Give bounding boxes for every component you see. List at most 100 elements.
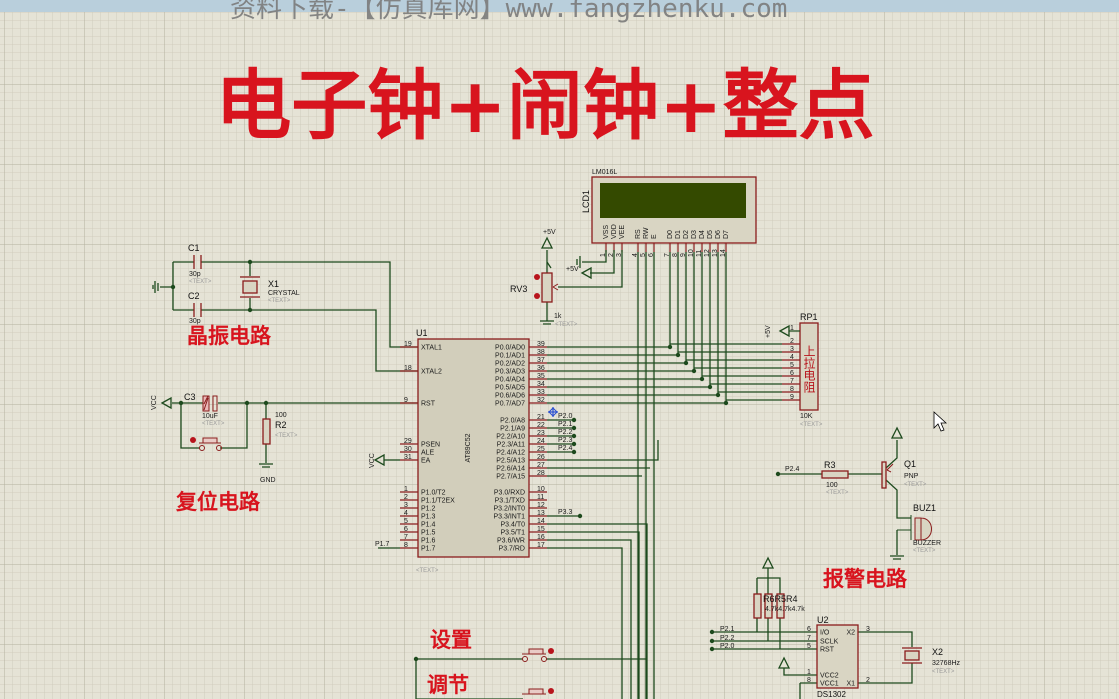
lcd-pin-number: 3 xyxy=(616,253,623,257)
u2-rtc-chip[interactable] xyxy=(816,624,859,689)
rp1-ref: RP1 xyxy=(800,312,818,322)
junction xyxy=(709,629,715,635)
rv3-value: 1k xyxy=(554,313,562,320)
x2-crystal[interactable] xyxy=(902,647,922,664)
lcd-pin-name: D2 xyxy=(683,230,690,239)
u1-pin-number: 29 xyxy=(404,438,412,445)
lcd-pin-name: VDD xyxy=(611,224,618,239)
r6-resistor[interactable] xyxy=(753,593,762,619)
u1-pin-name: P1.1/T2EX xyxy=(421,498,455,505)
u1-pin-number: 11 xyxy=(537,494,544,501)
u2-pin-name: I/O xyxy=(820,630,830,637)
u2-pin-number: 3 xyxy=(866,626,870,633)
rp1-text: <TEXT> xyxy=(800,422,823,428)
r3-resistor[interactable] xyxy=(821,470,849,479)
buzzer[interactable] xyxy=(897,515,932,541)
x2-value: 32768Hz xyxy=(932,660,961,667)
u1-pin-number: 30 xyxy=(404,446,412,453)
adjust-button[interactable] xyxy=(522,688,554,695)
lcd-pin-name: RS xyxy=(635,229,642,239)
u1-pin-name: P2.1/A9 xyxy=(500,426,525,433)
u1-pin-name: P0.6/AD6 xyxy=(495,393,525,400)
u2-pin-number: 7 xyxy=(807,635,811,642)
u1-pin-number: 10 xyxy=(537,486,545,493)
alarm-circuit: P2.4 R3 100 <TEXT> Q1 PNP <TEXT> BUZ1 BU… xyxy=(775,426,941,591)
lcd-pin-name: D1 xyxy=(675,230,682,239)
u1-pin-number: 9 xyxy=(404,397,408,404)
lcd-pin-number: 11 xyxy=(696,250,703,257)
u2-pin-number: 1 xyxy=(807,669,811,676)
u1-pin-name: P3.0/RXD xyxy=(494,490,525,497)
c3-capacitor[interactable] xyxy=(202,395,218,412)
lcd-ref: LCD1 xyxy=(581,190,591,213)
u1-pin-number: 31 xyxy=(404,454,412,461)
u2-pin-number: 2 xyxy=(866,677,870,684)
alarm-net-label: P2.4 xyxy=(785,466,800,473)
u1-pin-name: P2.0/A8 xyxy=(500,418,525,425)
lcd-display[interactable]: LM016L LCD1 VSS1VDD2VEE3RS4RW5E6D07D18D2… xyxy=(581,169,757,257)
page-title: 电子钟+闹钟+整点 xyxy=(215,61,874,150)
set-button[interactable] xyxy=(522,648,554,662)
buz1-value: BUZZER xyxy=(913,540,941,547)
supply-arrow-icon xyxy=(761,556,791,669)
u1-pin-number: 36 xyxy=(537,365,545,372)
adjust-label: 调节 xyxy=(427,673,469,697)
lcd-part: LM016L xyxy=(592,169,617,176)
c1-text: <TEXT> xyxy=(189,279,212,285)
lcd-pin-number: 2 xyxy=(608,253,615,257)
u1-pin-name: EA xyxy=(421,458,431,465)
q1-transistor[interactable] xyxy=(881,461,887,489)
u1-pin-name: P0.5/AD5 xyxy=(495,385,525,392)
net-label: P2.4 xyxy=(558,445,573,452)
u1-pin-name: P1.7 xyxy=(421,546,436,553)
c2-capacitor[interactable] xyxy=(193,303,202,317)
u1-pin-name: P0.0/AD0 xyxy=(495,345,525,352)
u2-pin-name: X1 xyxy=(846,681,855,688)
u1-part: AT89C52 xyxy=(465,433,472,462)
u1-pin-number: 35 xyxy=(537,373,545,380)
u2-part: DS1302 xyxy=(817,690,846,699)
u1-pin-number: 15 xyxy=(537,526,545,533)
u2-pin-number: 8 xyxy=(807,677,811,684)
r2-resistor[interactable] xyxy=(262,418,271,445)
r5-resistor[interactable] xyxy=(764,593,773,619)
q1-ref: Q1 xyxy=(904,459,916,469)
rv3-potentiometer[interactable]: +5V +5V RV3 1k <TEXT> xyxy=(510,229,623,328)
lcd-pin-number: 10 xyxy=(688,249,695,257)
lcd-pin-name: E xyxy=(651,234,658,239)
r4-resistor[interactable] xyxy=(776,593,785,619)
reset-circuit: VCC C3 10uF <TEXT> 100 R2 <TEXT> GND 复位电… xyxy=(151,392,418,514)
net-label: P1.7 xyxy=(375,541,390,548)
u1-pin-number: 39 xyxy=(537,341,545,348)
x1-crystal[interactable] xyxy=(240,276,260,298)
u1-pin-number: 34 xyxy=(537,381,545,388)
lcd-screen xyxy=(600,183,746,218)
ground-icon xyxy=(259,463,273,468)
u1-pin-number: 17 xyxy=(537,542,545,549)
u1-pin-number: 28 xyxy=(537,470,545,477)
reset-button[interactable] xyxy=(190,437,222,451)
u1-pin-number: 7 xyxy=(404,534,408,541)
u1-pin-number: 21 xyxy=(537,414,545,421)
rv3-ref: RV3 xyxy=(510,284,527,294)
supply-arrow-icon xyxy=(890,426,904,439)
lcd-pin-number: 12 xyxy=(704,249,711,257)
lcd-pin-number: 8 xyxy=(672,253,679,257)
rtc-circuit: R6R5R4 4.7k4.7k4.7k U2 DS1302 X2 32768Hz… xyxy=(709,556,961,699)
u1-text: <TEXT> xyxy=(416,568,439,574)
c3-ref: C3 xyxy=(184,392,196,402)
rp1-supply: +5V xyxy=(765,325,772,338)
u1-pin-name: P0.4/AD4 xyxy=(495,377,525,384)
c1-capacitor[interactable] xyxy=(193,255,202,269)
x2-text: <TEXT> xyxy=(932,669,955,675)
lcd-pin-number: 13 xyxy=(712,249,719,257)
u1-pin-name: P3.3/INT1 xyxy=(493,514,525,521)
u2-pin-name: X2 xyxy=(846,630,855,637)
lcd-pin-name: VEE xyxy=(619,225,626,239)
r2-value: 100 xyxy=(275,412,287,419)
u1-pin-name: P3.4/T0 xyxy=(500,522,525,529)
q1-value: PNP xyxy=(904,473,919,480)
